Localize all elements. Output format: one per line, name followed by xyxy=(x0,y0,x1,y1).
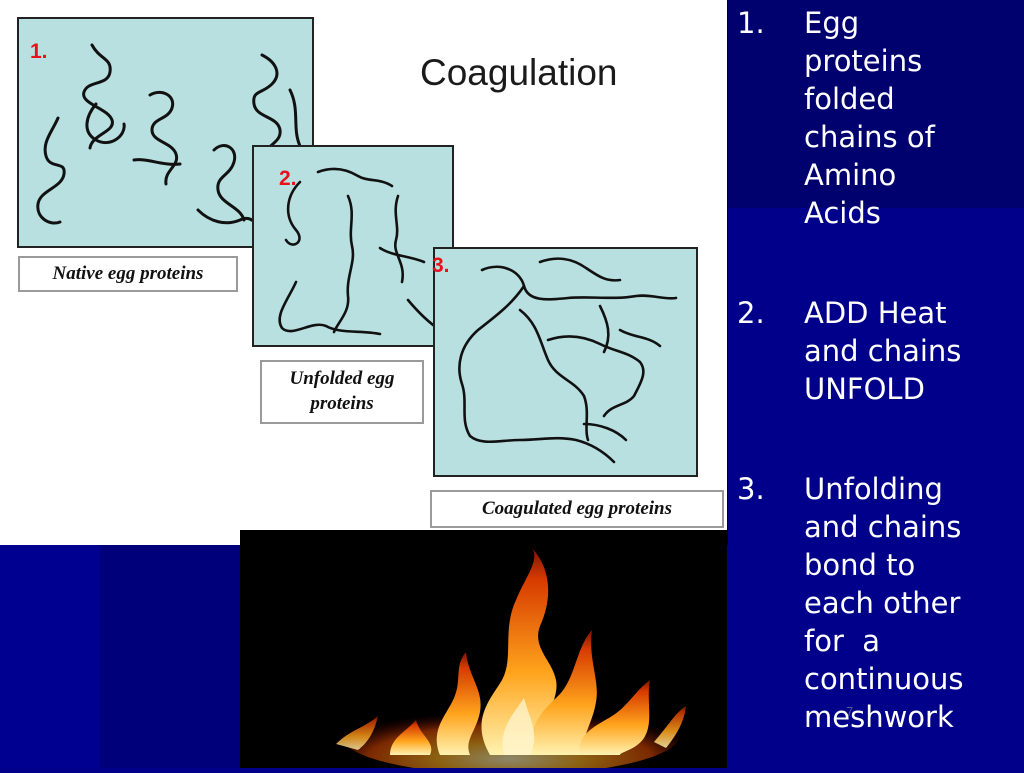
flames-photo xyxy=(240,530,727,773)
background-band-middle xyxy=(100,545,240,768)
bullet-2-text: ADD Heat and chains UNFOLD xyxy=(804,296,962,406)
bullet-3-number: 3. xyxy=(737,472,765,506)
bullet-3-text: Unfolding and chains bond to each other … xyxy=(804,472,964,734)
background-band-top-right xyxy=(727,0,1024,208)
unfolded-proteins-caption: Unfolded egg proteins xyxy=(260,360,424,424)
step-3-number: 3. xyxy=(432,254,450,277)
coagulated-proteins-panel xyxy=(433,247,698,477)
diagram-title: Coagulation xyxy=(420,52,618,93)
background-band-left xyxy=(0,545,100,768)
flames-photo-drawing xyxy=(336,548,686,773)
slide-number: 7 xyxy=(846,704,854,719)
step-1-number: 1. xyxy=(30,40,48,63)
bullet-list: 1. Egg proteins folded chains of Amino A… xyxy=(727,0,1024,768)
bullet-2-number: 2. xyxy=(737,296,765,330)
bullet-1-number: 1. xyxy=(737,6,765,40)
coagulation-diagram: Coagulation 1. 2. 3. Native egg proteins… xyxy=(0,0,728,545)
bullet-1-text: Egg proteins folded chains of Amino Acid… xyxy=(804,6,935,230)
unfolded-proteins-panel xyxy=(252,145,454,347)
step-2-number: 2. xyxy=(279,167,297,190)
coagulation-diagram-drawing xyxy=(17,17,698,477)
coagulated-proteins-caption: Coagulated egg proteins xyxy=(430,490,724,528)
native-proteins-caption: Native egg proteins xyxy=(18,256,238,292)
